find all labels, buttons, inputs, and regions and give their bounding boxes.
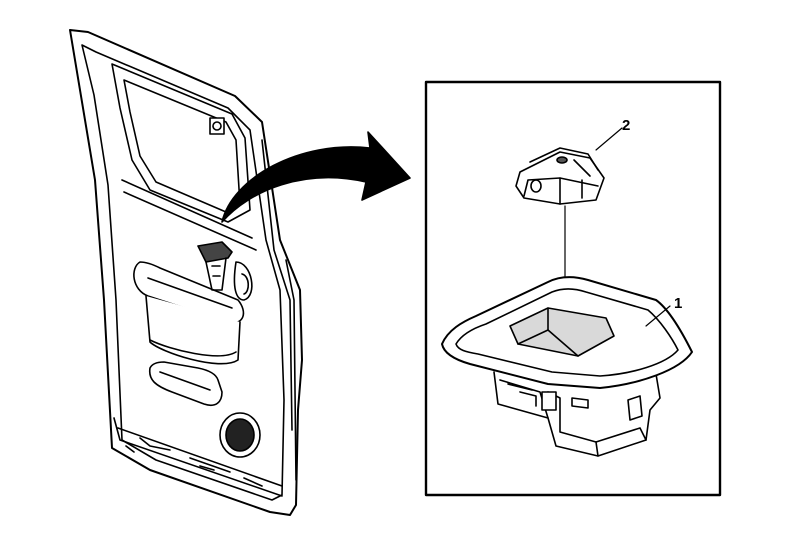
callout-2-leader	[595, 127, 623, 151]
callout-1-leader	[645, 305, 671, 327]
window-switch-cap	[515, 147, 605, 205]
door-switch-location	[197, 241, 233, 291]
callout-number-1: 1	[674, 295, 683, 312]
callout-number-2: 2	[622, 117, 631, 134]
window-switch-bezel	[441, 276, 693, 457]
door-panel	[69, 29, 303, 516]
pointer-arrow	[221, 131, 411, 223]
